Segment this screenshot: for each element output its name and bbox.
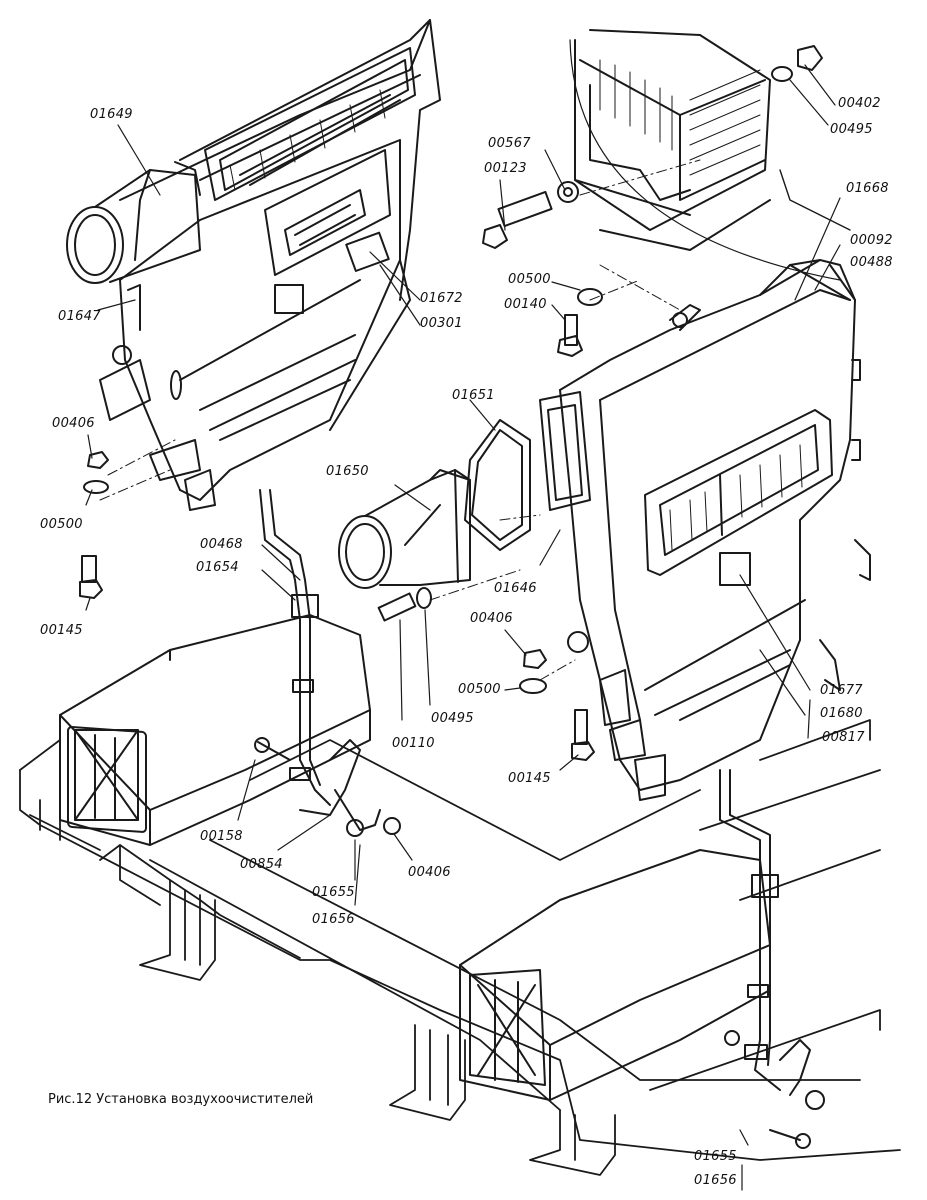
leader-lines [85, 64, 841, 1191]
callout-01646: 01646 [494, 581, 537, 596]
callout-01656-b: 01656 [694, 1173, 737, 1188]
callout-00500-c: 00500 [458, 682, 501, 697]
callout-00145-b: 00145 [508, 771, 551, 786]
callout-01651: 01651 [452, 388, 495, 403]
callout-00406-a: 00406 [52, 416, 95, 431]
callout-01656-a: 01656 [312, 912, 355, 927]
callout-00567: 00567 [488, 136, 531, 151]
air-cleaner-right [539, 259, 871, 801]
callout-01649: 01649 [90, 107, 133, 122]
drain-tube-left [254, 489, 401, 837]
chassis-frame [19, 719, 901, 1176]
callout-00301: 00301 [420, 316, 463, 331]
callout-01655-a: 01655 [312, 885, 355, 900]
center-lines [99, 159, 701, 681]
callout-00158: 00158 [200, 829, 243, 844]
callout-00495-b: 00495 [431, 711, 474, 726]
callout-00092: 00092 [850, 233, 893, 248]
callout-00140: 00140 [504, 297, 547, 312]
figure-caption: Рис.12 Установка воздухоочистителей [48, 1092, 314, 1107]
detail-arc [569, 39, 841, 281]
duct-box-left [59, 614, 371, 846]
gasket [464, 419, 531, 551]
callout-00495: 00495 [830, 122, 873, 137]
callout-00145-a: 00145 [40, 623, 83, 638]
callout-00406-b: 00406 [470, 611, 513, 626]
callout-00817: 00817 [822, 730, 865, 745]
filter-cartridge-detail [574, 29, 851, 251]
callout-00406-c: 00406 [408, 865, 451, 880]
air-cleaner-left [66, 19, 441, 511]
callout-00110: 00110 [392, 736, 435, 751]
callout-01647: 01647 [58, 309, 101, 324]
inlet-pipe [338, 469, 471, 589]
callout-01654: 01654 [196, 560, 239, 575]
callout-00488: 00488 [850, 255, 893, 270]
callout-00500-b: 00500 [40, 517, 83, 532]
callout-00123: 00123 [484, 161, 527, 176]
callout-00468: 00468 [200, 537, 243, 552]
callout-01672: 01672 [420, 291, 463, 306]
callout-01668: 01668 [846, 181, 889, 196]
callout-00500-a: 00500 [508, 272, 551, 287]
callout-01677: 01677 [820, 683, 863, 698]
callout-00854: 00854 [240, 857, 283, 872]
callout-01650: 01650 [326, 464, 369, 479]
drain-tube-right [719, 769, 825, 1149]
callout-01655-b: 01655 [694, 1149, 737, 1164]
callout-01680: 01680 [820, 706, 863, 721]
fasteners [79, 45, 823, 761]
callout-00402: 00402 [838, 96, 881, 111]
